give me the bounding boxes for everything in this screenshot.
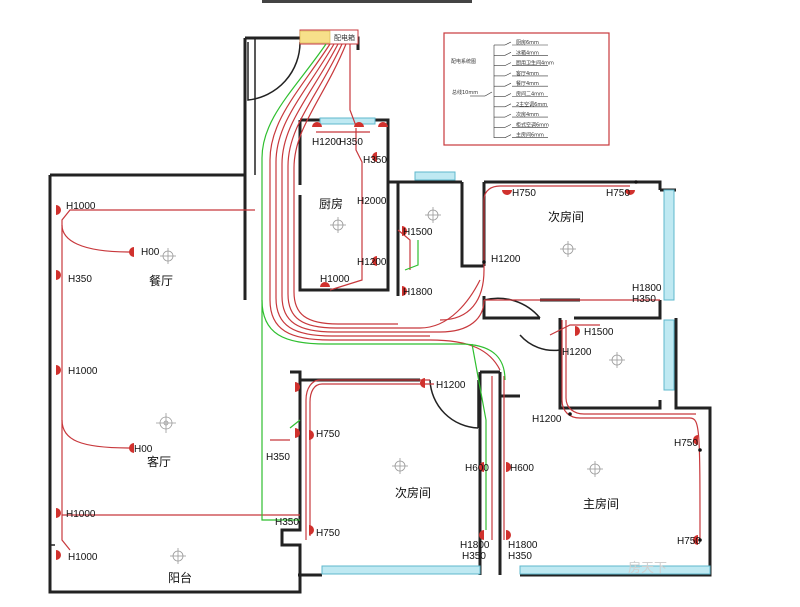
height-label: H350: [462, 551, 486, 562]
height-label: H750: [677, 536, 701, 547]
room-second-bedroom-top: 次房间: [548, 209, 584, 224]
watermark: 房天下: [628, 560, 667, 576]
height-label: H1800: [632, 283, 662, 294]
height-label: H350: [275, 517, 299, 528]
height-label: H2000: [357, 196, 387, 207]
height-label: H1000: [66, 201, 96, 212]
legend-circuit-switch: [504, 124, 512, 128]
legend-circuit-label: 主房间6mm: [516, 132, 544, 139]
legend-circuit-label: 客厅4mm: [516, 70, 539, 77]
legend-main-switch: 总线10mm: [452, 89, 478, 96]
height-label: H1200: [357, 257, 387, 268]
legend-circuit-switch: [504, 93, 512, 97]
height-label: H1000: [68, 366, 98, 377]
legend-circuit-switch: [504, 41, 512, 46]
lamps: [156, 207, 625, 564]
height-label: H750: [674, 438, 698, 449]
height-label: H1200: [491, 254, 521, 265]
legend-circuit-label: 厨房6mm: [516, 39, 539, 46]
height-label: H1800: [508, 540, 538, 551]
height-label: H1500: [584, 327, 614, 338]
height-label: H1200: [532, 414, 562, 425]
height-label: H750: [316, 429, 340, 440]
height-label: H1800: [403, 287, 433, 298]
windows: [319, 117, 711, 575]
room-living: 客厅: [147, 454, 171, 469]
legend-circuit-label: 次房4mm: [516, 111, 539, 118]
height-label: H1200: [312, 137, 342, 148]
distribution-box: 配电箱: [299, 29, 359, 45]
height-label: H00: [134, 444, 153, 455]
legend-circuit-label: 2主空调6mm: [516, 101, 547, 108]
red-wiring: [61, 43, 701, 551]
legend-circuit-switch: [504, 52, 512, 56]
legend-circuit-switch: [504, 72, 512, 77]
room-master-bedroom: 主房间: [583, 496, 619, 511]
room-balcony: 阳台: [168, 570, 192, 585]
legend-title: 配电系统图: [451, 58, 476, 65]
height-label: H750: [512, 188, 536, 199]
legend-circuit-switch: [504, 103, 512, 108]
legend-circuit-switch: [504, 62, 512, 66]
legend-circuit-switch: [504, 113, 512, 118]
height-label: H1800: [460, 540, 490, 551]
legend-circuit-switch: [504, 82, 512, 87]
height-label: H00: [141, 247, 160, 258]
height-label: H350: [339, 137, 363, 148]
legend-circuit-label: 柜式空调6mm: [516, 121, 549, 128]
height-label: H350: [508, 551, 532, 562]
height-label: H600: [465, 463, 489, 474]
distribution-box-label: 配电箱: [334, 33, 355, 42]
legend-circuit-list: 厨房6mm 冰箱4mm 厨用卫生间4mm 客厅4mm 餐厅4mm 房间二4mm 2主空调6m…: [494, 39, 554, 139]
room-kitchen: 厨房: [319, 196, 343, 211]
distribution-legend: 配电系统图 总线10mm 厨房6mm 冰箱4mm 厨用卫生间4mm 客厅4mm 餐厅4m…: [443, 32, 610, 146]
legend-circuit-label: 厨用卫生间4mm: [516, 60, 554, 67]
room-labels: 厨房 次房间 餐厅 客厅 次房间 主房间 阳台: [147, 196, 619, 585]
height-label: H1000: [66, 509, 96, 520]
height-label: H350: [68, 274, 92, 285]
height-label: H350: [363, 155, 387, 166]
room-second-bedroom-bottom: 次房间: [395, 485, 431, 500]
title-strip: [262, 0, 472, 3]
height-label: H600: [510, 463, 534, 474]
height-label: H1200: [436, 380, 466, 391]
sockets: [56, 122, 702, 560]
height-label: H1000: [320, 274, 350, 285]
height-label: H1500: [403, 227, 433, 238]
room-dining: 餐厅: [149, 273, 173, 288]
height-label: H750: [316, 528, 340, 539]
height-label: H350: [266, 452, 290, 463]
legend-circuit-label: 冰箱4mm: [516, 49, 539, 56]
height-label: H350: [632, 294, 656, 305]
legend-circuit-switch: [504, 134, 512, 138]
height-labels: H1000 H350 H1000 H1000 H1000 H00 H00 H12…: [66, 137, 701, 563]
height-label: H750: [606, 188, 630, 199]
height-label: H1200: [562, 347, 592, 358]
legend-circuit-label: 餐厅4mm: [516, 80, 539, 87]
legend-circuit-label: 房间二4mm: [516, 91, 544, 98]
green-wiring: [261, 43, 506, 530]
height-label: H1000: [68, 552, 98, 563]
